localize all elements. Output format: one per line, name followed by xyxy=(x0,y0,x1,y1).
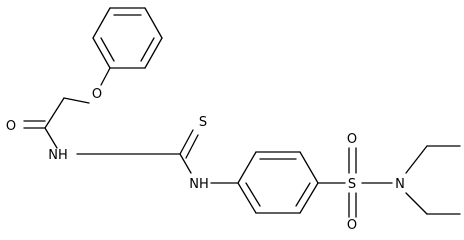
bond xyxy=(179,153,192,174)
bond xyxy=(92,7,111,39)
bonds xyxy=(23,7,461,218)
atom-o-carbonyl: O xyxy=(6,119,16,134)
bond xyxy=(405,192,428,215)
bond xyxy=(185,134,199,159)
atom-o-sulfonyl-top: O xyxy=(347,132,357,147)
bond xyxy=(299,182,319,214)
bond xyxy=(237,182,257,214)
bond xyxy=(44,127,58,149)
atom-s-thio: S xyxy=(199,115,207,130)
bond xyxy=(405,145,428,174)
bond xyxy=(44,97,65,129)
atom-labels: O O NH S NH S O O N xyxy=(6,87,405,231)
bond xyxy=(245,182,261,207)
bond xyxy=(237,151,257,184)
bond xyxy=(144,7,163,39)
bond xyxy=(140,37,155,62)
bond xyxy=(100,37,115,62)
atom-s-sulfonyl: S xyxy=(348,177,356,192)
bond xyxy=(63,97,90,104)
molecule-structure: O O NH S NH S O O N xyxy=(6,7,461,231)
bond xyxy=(144,37,163,69)
bond xyxy=(179,129,194,155)
atom-n-amine: N xyxy=(395,177,405,192)
atom-nh-aryl: NH xyxy=(189,177,209,192)
atom-o-ether: O xyxy=(92,87,102,102)
atom-o-sulfonyl-bottom: O xyxy=(347,218,357,231)
bond xyxy=(299,151,319,184)
bond xyxy=(100,67,111,86)
bond xyxy=(92,37,111,69)
atom-nh-amide: NH xyxy=(48,148,68,163)
bond xyxy=(295,182,311,207)
